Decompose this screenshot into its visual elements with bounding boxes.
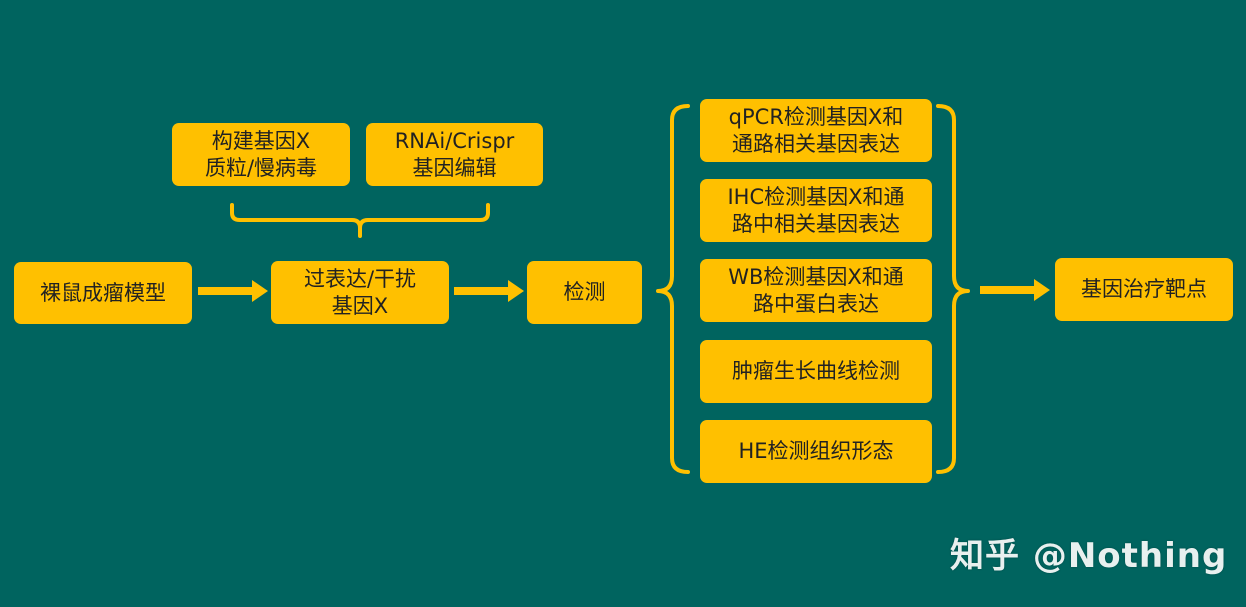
node-text-line: RNAi/Crispr bbox=[394, 128, 515, 153]
node-text-line: IHC检测基因X和通 bbox=[727, 184, 905, 209]
node-qpcr: qPCR检测基因X和通路相关基因表达 bbox=[700, 99, 932, 162]
node-text-line: 质粒/慢病毒 bbox=[204, 155, 318, 180]
node-growth: 肿瘤生长曲线检测 bbox=[700, 340, 932, 403]
node-text-line: 基因X bbox=[331, 293, 389, 318]
node-text-line: 肿瘤生长曲线检测 bbox=[732, 359, 900, 383]
node-text-line: qPCR检测基因X和 bbox=[728, 104, 904, 129]
node-text-line: 构建基因X bbox=[211, 128, 311, 153]
node-text-line: 路中相关基因表达 bbox=[732, 211, 900, 236]
node-ihc: IHC检测基因X和通路中相关基因表达 bbox=[700, 179, 932, 242]
node-model: 裸鼠成瘤模型 bbox=[14, 262, 192, 324]
node-text-line: 过表达/干扰 bbox=[303, 266, 417, 291]
node-overexpress: 过表达/干扰基因X bbox=[271, 261, 449, 324]
arrow-overexpress-to-detect bbox=[454, 280, 524, 302]
node-he: HE检测组织形态 bbox=[700, 420, 932, 483]
node-target: 基因治疗靶点 bbox=[1055, 258, 1233, 321]
left-bracket bbox=[656, 104, 690, 474]
node-text-line: HE检测组织形态 bbox=[738, 439, 894, 463]
top-brace bbox=[230, 203, 490, 238]
node-text-line: 基因编辑 bbox=[412, 155, 497, 180]
node-text-line: 通路相关基因表达 bbox=[732, 131, 900, 156]
watermark: 知乎 @Nothing bbox=[950, 536, 1228, 576]
node-wb: WB检测基因X和通路中蛋白表达 bbox=[700, 259, 932, 322]
node-text-line: 裸鼠成瘤模型 bbox=[40, 280, 166, 305]
arrow-model-to-overexpress bbox=[198, 280, 268, 302]
node-text-line: 基因治疗靶点 bbox=[1081, 277, 1207, 301]
right-bracket bbox=[936, 104, 970, 474]
node-text-line: 路中蛋白表达 bbox=[753, 291, 879, 316]
arrow-detect-list-to-target bbox=[980, 279, 1050, 301]
node-detect: 检测 bbox=[527, 261, 642, 324]
node-text-line: 检测 bbox=[563, 280, 606, 304]
node-text-line: WB检测基因X和通 bbox=[728, 264, 904, 289]
